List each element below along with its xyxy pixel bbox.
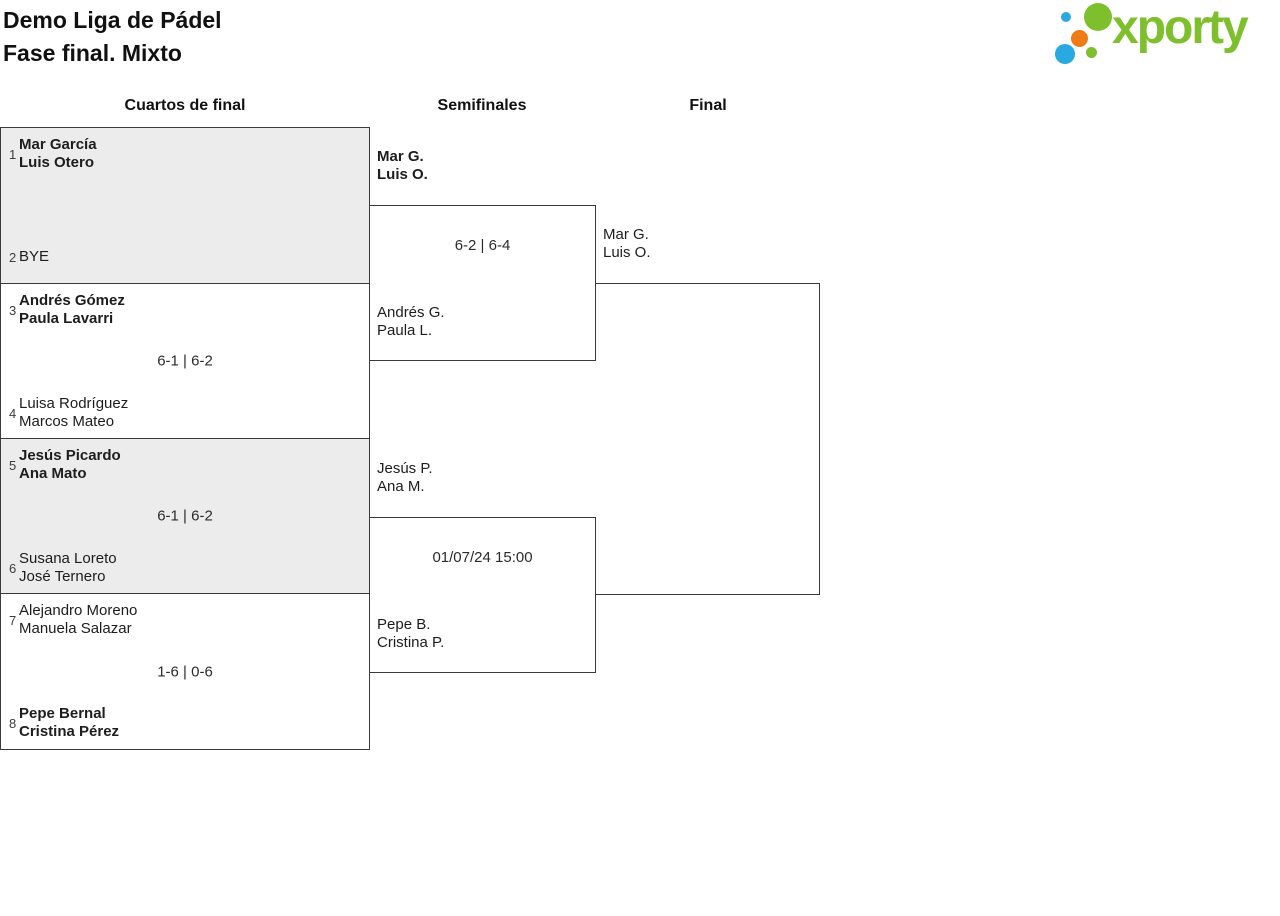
player-name: José Ternero: [19, 568, 106, 585]
quarterfinal-match-1[interactable]: 1 Mar García Luis Otero 2 BYE: [0, 127, 370, 284]
round-header-semifinals: Semifinales: [437, 97, 527, 114]
semifinal2-team1-label: Jesús P. Ana M.: [377, 460, 433, 496]
seed-number: 3: [9, 302, 17, 318]
final-team1-label: Mar G. Luis O.: [603, 226, 651, 262]
page-title: Demo Liga de Pádel Fase final. Mixto: [3, 4, 222, 70]
player-name: BYE: [19, 248, 50, 265]
team-slot: 4 Luisa Rodríguez Marcos Mateo: [1, 395, 369, 431]
team-names: Pepe Bernal Cristina Pérez: [19, 705, 119, 741]
team-names: Mar García Luis Otero: [19, 136, 97, 172]
player-name: Jesús P.: [377, 460, 433, 477]
phase-name: Fase final. Mixto: [3, 40, 182, 66]
seed-number: 1: [9, 146, 17, 162]
round-header-quarterfinals: Cuartos de final: [124, 97, 246, 114]
player-name: Jesús Picardo: [19, 447, 121, 464]
seed-number: 2: [9, 249, 17, 265]
match-score: 1-6 | 0-6: [157, 663, 213, 680]
logo-dot-icon: [1055, 44, 1075, 64]
seed-number: 7: [9, 612, 17, 628]
team-names: Susana Loreto José Ternero: [19, 550, 117, 586]
match-score: 6-1 | 6-2: [157, 352, 213, 370]
team-names: BYE: [19, 248, 49, 266]
player-name: Luis O.: [377, 166, 428, 183]
semifinal1-team2-label: Andrés G. Paula L.: [377, 304, 445, 340]
final-match[interactable]: [595, 283, 820, 595]
logo-dot-icon: [1086, 47, 1097, 58]
player-name: Ana Mato: [19, 465, 87, 482]
semifinal-match-2[interactable]: 01/07/24 15:00: [369, 517, 596, 673]
tournament-name: Demo Liga de Pádel: [3, 7, 222, 33]
team-slot: 3 Andrés Gómez Paula Lavarri: [1, 292, 369, 328]
player-name: Luis Otero: [19, 154, 95, 171]
player-name: Luisa Rodríguez: [19, 395, 129, 412]
player-name: Susana Loreto: [19, 550, 117, 567]
xporty-logo[interactable]: xporty: [1045, 0, 1280, 72]
round-header-final: Final: [689, 97, 727, 114]
semifinal1-team1-label: Mar G. Luis O.: [377, 148, 428, 184]
logo-wordmark: xporty: [1112, 1, 1249, 54]
player-name: Cristina Pérez: [19, 723, 120, 740]
seed-number: 4: [9, 405, 17, 421]
team-names: Luisa Rodríguez Marcos Mateo: [19, 395, 128, 431]
team-names: Jesús Picardo Ana Mato: [19, 447, 121, 483]
logo-dot-icon: [1084, 3, 1112, 31]
quarterfinal-match-2[interactable]: 3 Andrés Gómez Paula Lavarri 6-1 | 6-2 4…: [0, 283, 370, 439]
player-name: Mar G.: [603, 226, 649, 243]
team-names: Andrés Gómez Paula Lavarri: [19, 292, 125, 328]
player-name: Luis O.: [603, 244, 651, 261]
semifinal2-team2-label: Pepe B. Cristina P.: [377, 616, 444, 652]
quarterfinal-match-4[interactable]: 7 Alejandro Moreno Manuela Salazar 1-6 |…: [0, 593, 370, 750]
player-name: Paula L.: [377, 322, 433, 339]
match-score: 6-2 | 6-4: [454, 237, 511, 254]
player-name: Alejandro Moreno: [19, 602, 138, 619]
player-name: Cristina P.: [377, 634, 445, 651]
player-name: Pepe Bernal: [19, 705, 106, 722]
seed-number: 8: [9, 715, 17, 731]
player-name: Andrés Gómez: [19, 292, 125, 309]
team-slot: 8 Pepe Bernal Cristina Pérez: [1, 705, 369, 741]
player-name: Andrés G.: [377, 304, 445, 321]
quarterfinal-match-3[interactable]: 5 Jesús Picardo Ana Mato 6-1 | 6-2 6 Sus…: [0, 438, 370, 594]
logo-dot-icon: [1071, 30, 1088, 47]
team-slot: 6 Susana Loreto José Ternero: [1, 550, 369, 586]
seed-number: 5: [9, 457, 17, 473]
team-slot: 7 Alejandro Moreno Manuela Salazar: [1, 602, 369, 638]
player-name: Paula Lavarri: [19, 310, 114, 327]
match-score: 6-1 | 6-2: [157, 507, 213, 525]
player-name: Marcos Mateo: [19, 413, 115, 430]
match-schedule: 01/07/24 15:00: [432, 549, 533, 566]
player-name: Manuela Salazar: [19, 620, 132, 637]
player-name: Pepe B.: [377, 616, 431, 633]
player-name: Mar García: [19, 136, 97, 153]
team-slot: 2 BYE: [1, 239, 369, 275]
team-slot: 5 Jesús Picardo Ana Mato: [1, 447, 369, 483]
player-name: Mar G.: [377, 148, 424, 165]
team-slot: 1 Mar García Luis Otero: [1, 136, 369, 172]
team-names: Alejandro Moreno Manuela Salazar: [19, 602, 137, 638]
seed-number: 6: [9, 560, 17, 576]
logo-dot-icon: [1061, 12, 1071, 22]
player-name: Ana M.: [377, 478, 425, 495]
